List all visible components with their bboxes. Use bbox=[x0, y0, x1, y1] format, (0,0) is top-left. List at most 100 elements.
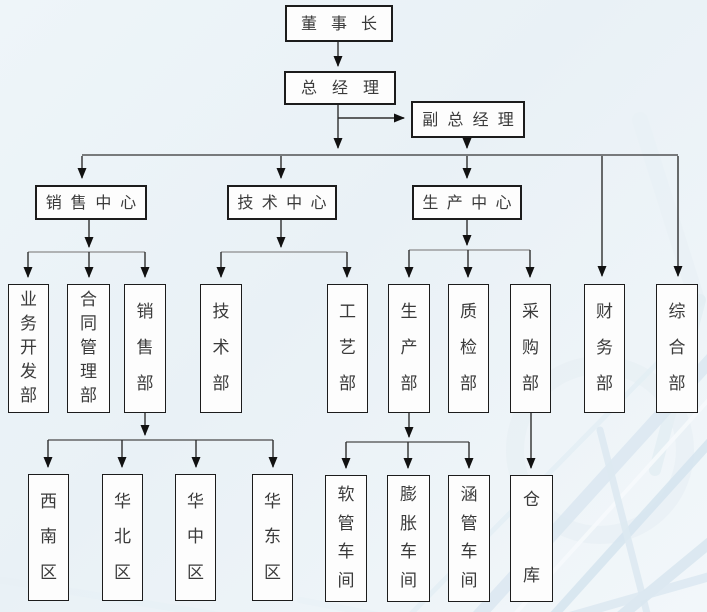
org-node-label-char: 发 bbox=[20, 362, 37, 382]
org-node-label-char: 部 bbox=[339, 374, 356, 394]
org-node-label-char: 区 bbox=[114, 562, 131, 583]
org-node-deputy-general-manager: 副总经理 bbox=[411, 101, 525, 138]
org-node-label-char: 部 bbox=[522, 374, 539, 394]
org-node-label-char: 术 bbox=[261, 192, 278, 212]
org-node-expansion-workshop: 膨胀车间 bbox=[387, 475, 430, 602]
org-node-label-char: 综 bbox=[668, 302, 686, 322]
org-node-label-char: 理 bbox=[80, 362, 97, 382]
org-node-label-char: 开 bbox=[20, 338, 37, 358]
org-node-label-char: 车 bbox=[460, 542, 478, 563]
org-node-central-china-region: 华中区 bbox=[175, 474, 216, 601]
org-node-label-char: 心 bbox=[310, 192, 327, 212]
org-node-label-char: 理 bbox=[362, 78, 379, 97]
org-node-label-char: 售 bbox=[70, 192, 87, 212]
org-node-production-center: 生产中心 bbox=[412, 185, 522, 220]
org-node-label-char: 业 bbox=[20, 290, 37, 310]
org-node-label-char: 生 bbox=[422, 192, 439, 212]
org-node-label-char: 事 bbox=[330, 13, 347, 33]
org-node-label-char: 技 bbox=[212, 302, 230, 322]
org-node-label-char: 软 bbox=[337, 485, 355, 506]
org-node-technology-center: 技术中心 bbox=[227, 185, 337, 220]
org-node-label-char: 术 bbox=[212, 338, 230, 358]
org-node-east-china-region: 华东区 bbox=[252, 474, 293, 601]
org-node-label-char: 部 bbox=[668, 374, 686, 394]
org-node-label-char: 生 bbox=[400, 302, 418, 322]
org-node-general-affairs-dept: 综合部 bbox=[656, 284, 698, 413]
org-node-label-char: 工 bbox=[339, 302, 356, 322]
org-node-production-dept: 生产部 bbox=[388, 284, 430, 413]
org-node-culvert-pipe-workshop: 涵管车间 bbox=[448, 475, 490, 602]
org-node-label-char: 区 bbox=[187, 562, 204, 583]
org-node-label-char: 财 bbox=[596, 302, 613, 322]
org-node-label-char: 技 bbox=[237, 192, 254, 212]
org-node-label-char: 管 bbox=[460, 513, 478, 534]
org-node-chairman: 董事长 bbox=[285, 5, 393, 42]
org-node-label-char: 心 bbox=[495, 192, 512, 212]
org-node-label-char: 同 bbox=[80, 314, 97, 334]
org-node-label-char: 区 bbox=[264, 562, 281, 583]
org-node-label-char: 间 bbox=[400, 570, 417, 591]
org-node-label-char: 部 bbox=[596, 374, 613, 394]
org-node-label-char: 合 bbox=[80, 290, 97, 310]
org-node-label-char: 中 bbox=[286, 192, 303, 212]
org-node-label-char: 胀 bbox=[400, 513, 417, 534]
org-node-label-char: 间 bbox=[460, 570, 478, 591]
org-node-label-char: 管 bbox=[80, 338, 97, 358]
org-node-label-char: 务 bbox=[20, 314, 37, 334]
org-node-label-char: 车 bbox=[400, 542, 417, 563]
org-node-label-char: 间 bbox=[337, 570, 355, 591]
org-node-label-char: 部 bbox=[212, 374, 230, 394]
org-node-hose-workshop: 软管车间 bbox=[325, 475, 367, 602]
org-node-label-char: 东 bbox=[264, 527, 281, 547]
org-node-label-char: 董 bbox=[300, 13, 317, 33]
org-node-label-char: 质 bbox=[460, 302, 477, 322]
org-node-label-char: 区 bbox=[40, 562, 57, 583]
org-node-label-char: 部 bbox=[80, 386, 97, 406]
org-node-label-char: 中 bbox=[471, 192, 488, 212]
org-node-sales-center: 销售中心 bbox=[35, 185, 147, 220]
org-node-warehouse: 仓库 bbox=[510, 475, 553, 602]
org-node-label-char: 库 bbox=[523, 566, 540, 586]
org-node-sales-dept: 销售部 bbox=[124, 284, 166, 413]
org-node-label-char: 产 bbox=[446, 192, 463, 212]
org-node-label-char: 部 bbox=[400, 374, 418, 394]
org-node-label-char: 合 bbox=[668, 338, 686, 358]
org-node-label-char: 售 bbox=[136, 338, 154, 358]
org-node-label-char: 部 bbox=[20, 386, 37, 406]
org-node-quality-inspection-dept: 质检部 bbox=[448, 284, 489, 413]
org-node-purchasing-dept: 采购部 bbox=[510, 284, 551, 413]
org-node-label-char: 管 bbox=[337, 513, 355, 534]
org-node-label-char: 华 bbox=[114, 491, 131, 512]
org-node-label-char: 仓 bbox=[523, 490, 540, 510]
org-node-contract-management-dept: 合同管理部 bbox=[67, 284, 110, 413]
org-node-label-char: 采 bbox=[522, 302, 539, 322]
org-node-label-char: 总 bbox=[300, 78, 317, 97]
org-node-general-manager: 总经理 bbox=[284, 71, 396, 105]
org-node-label-char: 华 bbox=[187, 491, 204, 512]
org-node-label-char: 膨 bbox=[400, 485, 417, 506]
org-node-label-char: 产 bbox=[400, 338, 418, 358]
org-node-label-char: 经 bbox=[472, 109, 489, 129]
org-node-label-char: 检 bbox=[460, 338, 477, 358]
org-node-label-char: 务 bbox=[596, 338, 613, 358]
org-node-business-development-dept: 业务开发部 bbox=[8, 284, 49, 413]
org-node-label-char: 涵 bbox=[460, 485, 478, 506]
org-node-label-char: 销 bbox=[136, 302, 154, 322]
org-node-label-char: 艺 bbox=[339, 338, 356, 358]
org-node-label-char: 部 bbox=[136, 374, 154, 394]
org-node-label-char: 中 bbox=[95, 192, 112, 212]
org-node-label-char: 销 bbox=[45, 192, 62, 212]
org-node-label-char: 长 bbox=[360, 13, 377, 33]
org-node-technology-dept: 技术部 bbox=[200, 284, 242, 413]
org-node-label-char: 总 bbox=[447, 109, 464, 129]
org-node-label-char: 购 bbox=[522, 338, 539, 358]
org-node-label-char: 西 bbox=[40, 491, 57, 512]
org-node-north-china-region: 华北区 bbox=[102, 474, 143, 601]
org-node-label-char: 北 bbox=[114, 527, 131, 547]
org-node-label-char: 南 bbox=[40, 527, 57, 547]
org-node-label-char: 部 bbox=[460, 374, 477, 394]
org-node-finance-dept: 财务部 bbox=[584, 284, 625, 413]
org-node-label-char: 车 bbox=[337, 542, 355, 563]
org-node-label-char: 中 bbox=[187, 527, 204, 547]
